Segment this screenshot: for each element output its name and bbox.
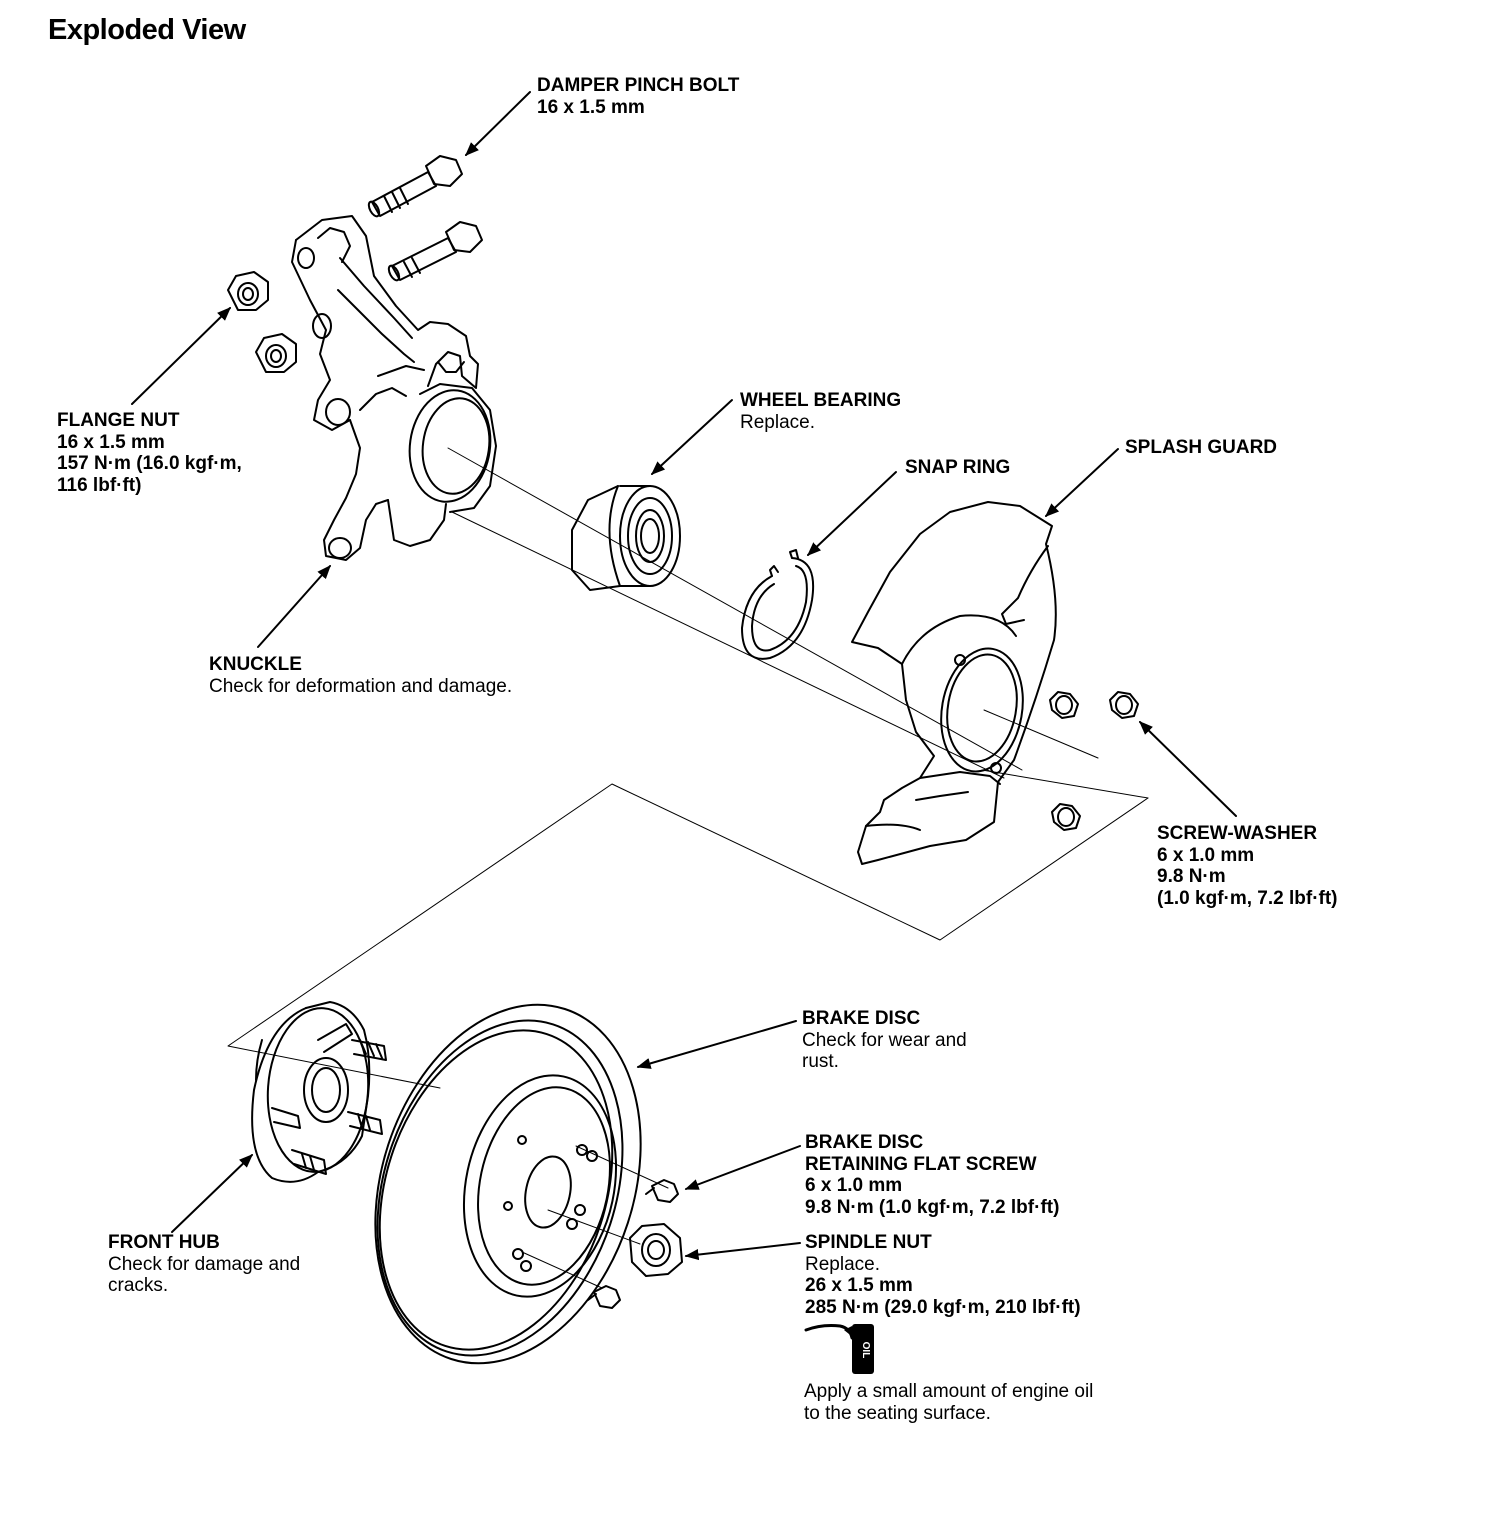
damper-pinch-bolt-name: DAMPER PINCH BOLT [537, 75, 740, 96]
flange-nut-leader [131, 307, 232, 405]
brake-disc-note-2: rust. [802, 1051, 839, 1072]
screw-washer-label: SCREW-WASHER 6 x 1.0 mm 9.8 N·m (1.0 kgf… [1157, 823, 1338, 909]
front-hub-note-2: cracks. [108, 1275, 169, 1296]
brake-disc-name: BRAKE DISC [802, 1008, 921, 1029]
oil-icon-label: OIL [860, 1342, 871, 1359]
brake-disc-screw-size: 6 x 1.0 mm [805, 1175, 903, 1196]
knuckle-label: KNUCKLE Check for deformation and damage… [209, 654, 512, 697]
splash-guard-leader [1044, 448, 1119, 517]
disc-screw-leader [684, 1145, 801, 1190]
wheel-bearing-label: WHEEL BEARING Replace. [740, 390, 901, 433]
brake-disc-leader [636, 1020, 797, 1069]
splash-guard [851, 501, 1057, 865]
screw-washer-torque-2: (1.0 kgf·m, 7.2 lbf·ft) [1157, 887, 1338, 909]
damper-pinch-bolt-label: DAMPER PINCH BOLT 16 x 1.5 mm [537, 75, 739, 118]
snap-ring [741, 549, 814, 660]
snap-ring-leader [806, 471, 897, 556]
spindle-nut-leader [684, 1242, 801, 1261]
flange-nut-label: FLANGE NUT 16 x 1.5 mm 157 N·m (16.0 kgf… [57, 410, 242, 496]
snap-ring-name: SNAP RING [905, 457, 1011, 478]
disc-screw-upper [645, 1179, 679, 1203]
wheel-bearing-name: WHEEL BEARING [740, 390, 902, 411]
brake-disc-note-1: Check for wear and [802, 1029, 967, 1051]
brake-disc-screw-label: BRAKE DISC RETAINING FLAT SCREW 6 x 1.0 … [805, 1132, 1059, 1218]
screw-washer-torque-1: 9.8 N·m [1157, 866, 1226, 887]
damper-pinch-bolt-lower [387, 221, 483, 282]
flange-nut-torque-1: 157 N·m (16.0 kgf·m, [57, 453, 242, 474]
brake-disc [374, 1003, 642, 1365]
wheel-bearing-note: Replace. [740, 411, 815, 433]
brake-disc-screw-name-2: RETAINING FLAT SCREW [805, 1153, 1037, 1175]
front-hub-name: FRONT HUB [108, 1232, 220, 1253]
screw-washer-a [1049, 691, 1079, 719]
disc-screw-lower [587, 1285, 621, 1309]
screw-washer-name: SCREW-WASHER [1157, 823, 1318, 844]
wheel-bearing [571, 485, 681, 591]
damper-bolt-leader [465, 91, 531, 156]
spindle-nut-label: SPINDLE NUT Replace. 26 x 1.5 mm 285 N·m… [805, 1232, 1081, 1318]
spindle-nut-name: SPINDLE NUT [805, 1232, 932, 1253]
knuckle-note: Check for deformation and damage. [209, 675, 513, 697]
spindle-nut-torque: 285 N·m (29.0 kgf·m, 210 lbf·ft) [805, 1296, 1081, 1318]
front-hub [251, 1001, 387, 1183]
knuckle-leader [257, 564, 331, 648]
wheel-bearing-leader [650, 399, 733, 475]
splash-guard-label: SPLASH GUARD [1125, 437, 1277, 459]
splash-guard-name: SPLASH GUARD [1125, 437, 1278, 458]
oil-note-label: Apply a small amount of engine oil to th… [804, 1381, 1093, 1424]
damper-pinch-bolt-size: 16 x 1.5 mm [537, 96, 645, 118]
flange-nut-upper [227, 271, 269, 311]
front-hub-note-1: Check for damage and [108, 1253, 301, 1275]
flange-nut-lower [255, 333, 297, 373]
knuckle-name: KNUCKLE [209, 654, 302, 675]
flange-nut-torque-2: 116 lbf·ft) [57, 474, 142, 496]
flange-nut-name: FLANGE NUT [57, 410, 180, 431]
spindle-nut-note: Replace. [805, 1253, 880, 1275]
screw-washer-b [1109, 691, 1139, 719]
oil-note-line-2: to the seating surface. [804, 1402, 991, 1424]
screw-washer-c [1051, 803, 1081, 831]
brake-disc-label: BRAKE DISC Check for wear and rust. [802, 1008, 967, 1073]
flange-nut-size: 16 x 1.5 mm [57, 431, 165, 453]
screw-washer-size: 6 x 1.0 mm [1157, 844, 1255, 866]
page-title: Exploded View [48, 14, 246, 46]
front-hub-leader [171, 1154, 254, 1233]
spindle-nut-size: 26 x 1.5 mm [805, 1275, 913, 1296]
snap-ring-label: SNAP RING [905, 457, 1010, 479]
spindle-nut [629, 1223, 683, 1277]
brake-disc-screw-name-1: BRAKE DISC [805, 1132, 924, 1153]
knuckle [291, 215, 497, 561]
oil-note-line-1: Apply a small amount of engine oil [804, 1381, 1094, 1402]
brake-disc-screw-torque: 9.8 N·m (1.0 kgf·m, 7.2 lbf·ft) [805, 1196, 1060, 1218]
damper-pinch-bolt-upper [367, 155, 463, 218]
oil-can-icon: OIL [804, 1324, 874, 1374]
screw-washer-leader [1138, 721, 1237, 817]
front-hub-label: FRONT HUB Check for damage and cracks. [108, 1232, 300, 1297]
